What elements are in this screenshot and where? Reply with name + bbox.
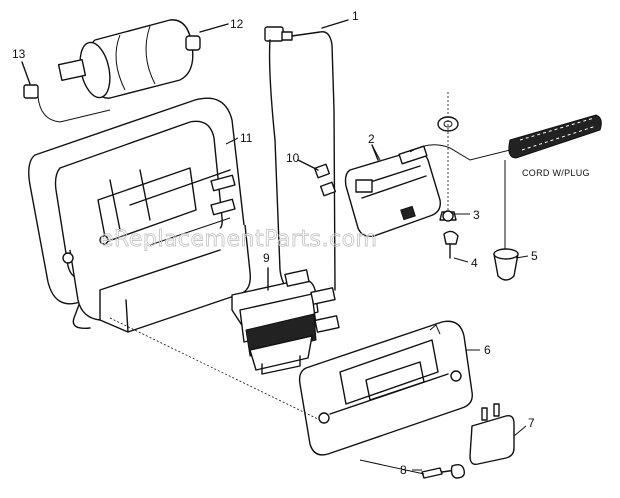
part-6-plate [298, 320, 473, 456]
part-2-block [344, 144, 441, 238]
part-11-housing [28, 97, 251, 333]
part-1-wire [264, 19, 349, 301]
callout-cord: CORD W/PLUG [522, 168, 590, 178]
cord-with-plug [409, 114, 602, 161]
callout-8: 8 [400, 463, 407, 477]
callout-4: 4 [471, 256, 478, 270]
callout-12: 12 [230, 17, 244, 31]
callout-1: 1 [352, 9, 359, 23]
callout-3: 3 [473, 208, 480, 222]
callout-5: 5 [531, 249, 538, 263]
callout-6: 6 [484, 343, 491, 357]
part-9-switch [231, 267, 340, 375]
part-8-screw [109, 317, 466, 479]
part-5-foot [493, 160, 519, 281]
part-3-4-screws [437, 92, 459, 259]
callout-10: 10 [286, 151, 300, 165]
callout-11: 11 [240, 131, 253, 145]
watermark-text: eReplacementParts.com [100, 227, 377, 252]
part-10-terminals [297, 159, 337, 197]
part-12-motor [57, 19, 229, 99]
callout-2: 2 [368, 132, 375, 146]
callout-9: 9 [263, 251, 270, 265]
part-13-clip [21, 61, 111, 123]
part-7-switch [469, 403, 515, 466]
leader-lines [225, 137, 529, 471]
callout-7: 7 [528, 416, 535, 430]
callout-13: 13 [12, 47, 26, 61]
